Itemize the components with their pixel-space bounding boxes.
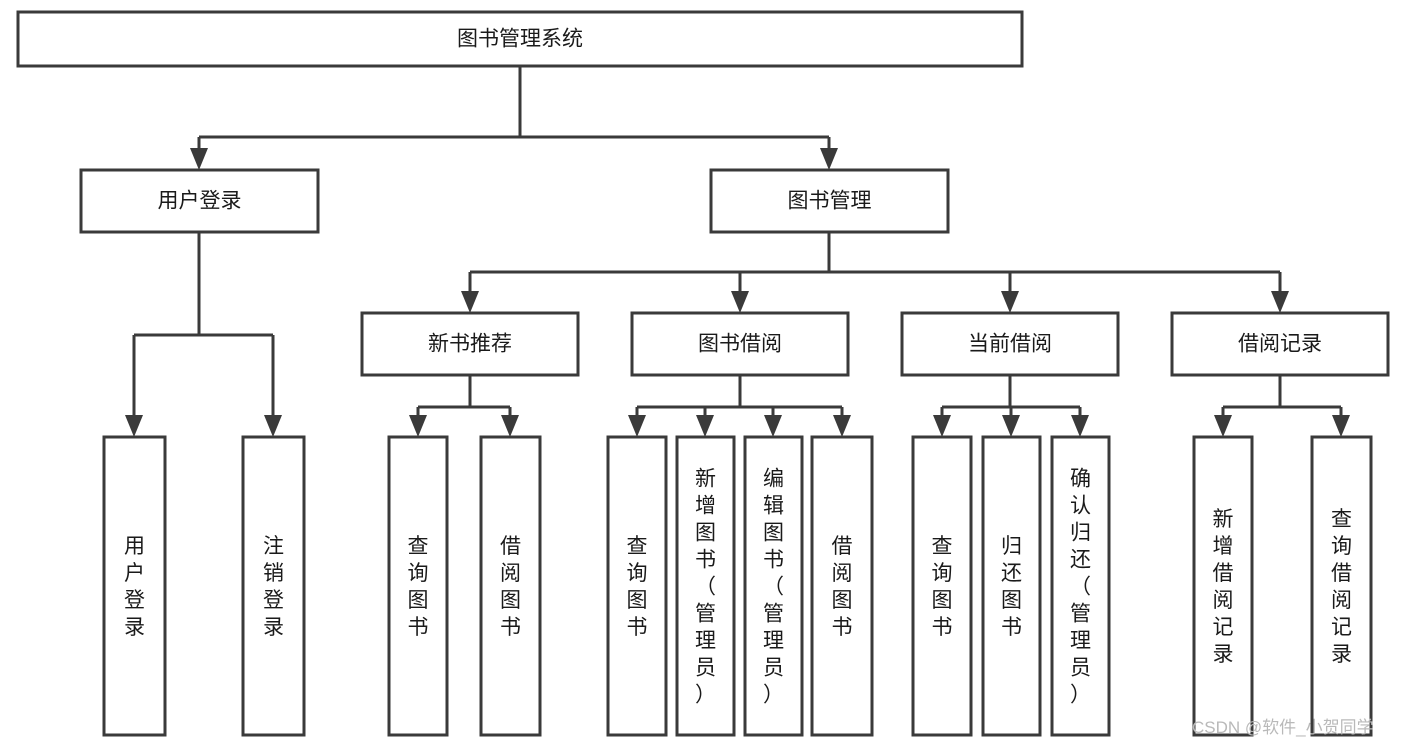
node-box-user-login[interactable] [79, 168, 320, 234]
node-label-leaf-borrow-book-new: 借阅图书 [500, 535, 521, 639]
node-leaf-borrow-book[interactable]: 借阅图书 [810, 435, 874, 737]
node-borrow-record[interactable]: 借阅记录 [1170, 311, 1390, 377]
book-borrow-arrow-2 [764, 415, 782, 437]
node-box-leaf-query-book-new[interactable] [387, 435, 449, 737]
node-label-leaf-query-book-current: 查询图书 [932, 535, 953, 639]
node-current-borrow[interactable]: 当前借阅 [900, 311, 1120, 377]
node-leaf-return-book[interactable]: 归还图书 [981, 435, 1042, 737]
node-box-leaf-query-book-borrow[interactable] [606, 435, 668, 737]
node-label-leaf-user-login: 用户登录 [124, 535, 145, 639]
current-borrow-arrow-1 [1002, 415, 1020, 437]
node-label-leaf-borrow-book: 借阅图书 [832, 535, 853, 639]
node-leaf-edit-book-admin[interactable]: 编辑图书（管理员） [743, 435, 804, 737]
node-box-leaf-add-borrow-record[interactable] [1192, 435, 1254, 737]
node-leaf-confirm-return-admin[interactable]: 确认归还（管理员） [1050, 435, 1111, 737]
node-box-book-borrow[interactable] [630, 311, 850, 377]
root-arrow-1 [820, 148, 838, 170]
node-box-leaf-add-book-admin[interactable] [675, 435, 736, 737]
current-borrow-arrow-0 [933, 415, 951, 437]
node-box-leaf-user-logout[interactable] [241, 435, 306, 737]
node-leaf-user-logout[interactable]: 注销登录 [241, 435, 306, 737]
borrow-record-arrow-1 [1332, 415, 1350, 437]
user-login-arrow-1 [264, 415, 282, 437]
node-label-current-borrow: 当前借阅 [968, 333, 1052, 356]
node-leaf-borrow-book-new[interactable]: 借阅图书 [479, 435, 542, 737]
node-book-borrow[interactable]: 图书借阅 [630, 311, 850, 377]
connector-layer [125, 66, 1350, 437]
node-box-leaf-edit-book-admin[interactable] [743, 435, 804, 737]
node-leaf-add-borrow-record[interactable]: 新增借阅记录 [1192, 435, 1254, 737]
node-leaf-query-book-new[interactable]: 查询图书 [387, 435, 449, 737]
node-box-borrow-record[interactable] [1170, 311, 1390, 377]
book-manage-arrow-3 [1271, 291, 1289, 313]
node-label-leaf-user-logout: 注销登录 [263, 535, 284, 639]
root-arrow-0 [190, 148, 208, 170]
user-login-arrow-0 [125, 415, 143, 437]
node-label-leaf-confirm-return-admin: 确认归还（管理员） [1070, 468, 1091, 707]
node-box-leaf-borrow-book-new[interactable] [479, 435, 542, 737]
new-book-arrow-0 [409, 415, 427, 437]
book-borrow-arrow-3 [833, 415, 851, 437]
borrow-record-arrow-0 [1214, 415, 1232, 437]
node-label-leaf-edit-book-admin: 编辑图书（管理员） [763, 468, 784, 707]
node-user-login[interactable]: 用户登录 [79, 168, 320, 234]
node-leaf-add-book-admin[interactable]: 新增图书（管理员） [675, 435, 736, 737]
node-leaf-query-borrow-record[interactable]: 查询借阅记录 [1310, 435, 1373, 737]
book-borrow-arrow-0 [628, 415, 646, 437]
node-label-leaf-add-book-admin: 新增图书（管理员） [695, 468, 716, 707]
node-book-manage[interactable]: 图书管理 [709, 168, 950, 234]
book-manage-arrow-2 [1001, 291, 1019, 313]
node-label-new-book-recommend: 新书推荐 [428, 333, 512, 356]
node-label-borrow-record: 借阅记录 [1238, 333, 1322, 356]
book-manage-arrow-1 [731, 291, 749, 313]
node-label-leaf-query-borrow-record: 查询借阅记录 [1331, 508, 1352, 666]
node-label-book-manage: 图书管理 [788, 190, 872, 213]
node-box-root[interactable] [16, 10, 1024, 68]
node-box-current-borrow[interactable] [900, 311, 1120, 377]
node-box-leaf-borrow-book[interactable] [810, 435, 874, 737]
node-leaf-query-book-borrow[interactable]: 查询图书 [606, 435, 668, 737]
csdn-watermark: CSDN @软件_小贺同学 [1192, 718, 1374, 737]
node-label-root: 图书管理系统 [457, 28, 583, 51]
node-leaf-user-login[interactable]: 用户登录 [102, 435, 167, 737]
node-root[interactable]: 图书管理系统 [16, 10, 1024, 68]
node-box-leaf-user-login[interactable] [102, 435, 167, 737]
node-label-book-borrow: 图书借阅 [698, 333, 782, 356]
node-box-new-book-recommend[interactable] [360, 311, 580, 377]
new-book-arrow-1 [501, 415, 519, 437]
node-leaf-query-book-current[interactable]: 查询图书 [911, 435, 973, 737]
node-label-user-login: 用户登录 [158, 190, 242, 213]
node-label-leaf-return-book: 归还图书 [1001, 535, 1022, 639]
book-borrow-arrow-1 [696, 415, 714, 437]
node-label-leaf-query-book-borrow: 查询图书 [627, 535, 648, 639]
node-box-book-manage[interactable] [709, 168, 950, 234]
node-box-leaf-query-book-current[interactable] [911, 435, 973, 737]
node-label-leaf-add-borrow-record: 新增借阅记录 [1213, 508, 1234, 666]
current-borrow-arrow-2 [1071, 415, 1089, 437]
node-box-leaf-confirm-return-admin[interactable] [1050, 435, 1111, 737]
book-manage-arrow-0 [461, 291, 479, 313]
node-box-leaf-query-borrow-record[interactable] [1310, 435, 1373, 737]
node-layer: 图书管理系统用户登录图书管理新书推荐图书借阅当前借阅借阅记录用户登录注销登录查询… [16, 10, 1390, 737]
node-label-leaf-query-book-new: 查询图书 [408, 535, 429, 639]
node-box-leaf-return-book[interactable] [981, 435, 1042, 737]
node-new-book-recommend[interactable]: 新书推荐 [360, 311, 580, 377]
